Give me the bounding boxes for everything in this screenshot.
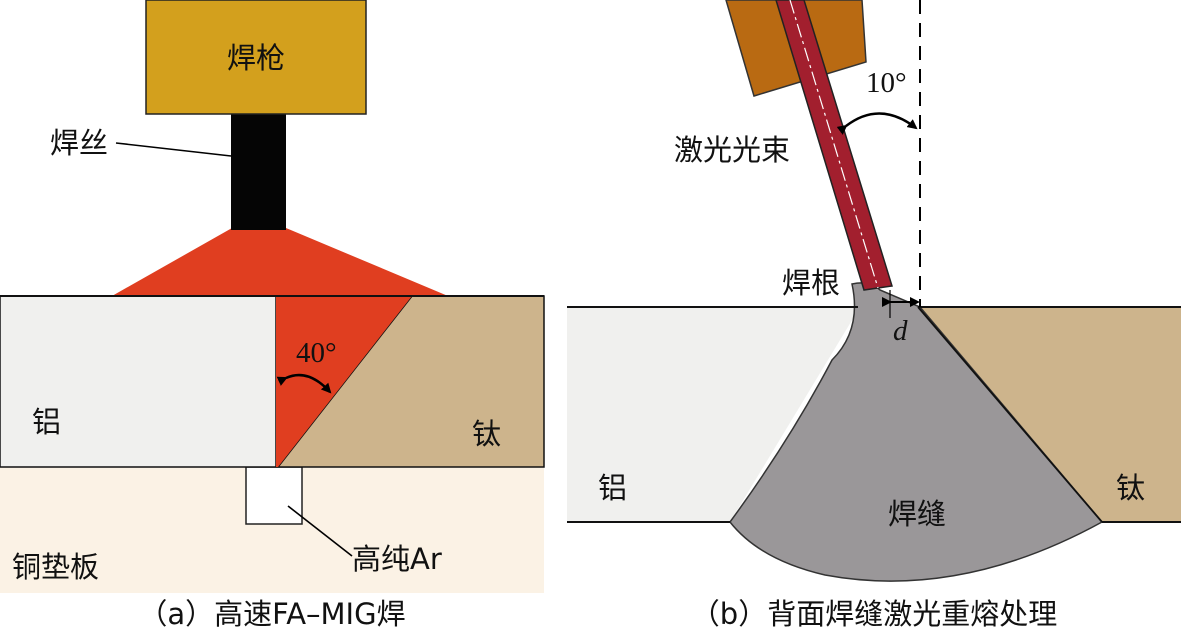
titanium-label-b: 钛 — [1116, 471, 1145, 505]
weld-root-label: 焊根 — [782, 266, 840, 300]
angle-40-label: 40° — [296, 337, 337, 369]
argon-gas-channel — [245, 466, 303, 525]
welding-torch — [145, 0, 367, 115]
torch-label: 焊枪 — [227, 41, 285, 75]
gas-label: 高纯Ar — [352, 542, 442, 576]
aluminum-plate-a — [0, 295, 277, 468]
gas-leader-line — [287, 505, 353, 557]
welding-wire — [231, 114, 286, 230]
offset-d-label: d — [893, 315, 908, 347]
caption-a: （a）高速FA–MIG焊 — [138, 597, 405, 631]
aluminum-label-b: 铝 — [598, 471, 627, 505]
weld-seam-label: 焊缝 — [888, 497, 946, 531]
beam-centerline — [789, 0, 879, 289]
wire-leader-line — [115, 142, 232, 157]
wire-label: 焊丝 — [50, 126, 108, 160]
bevel-angle-arrow — [276, 373, 332, 394]
titanium-plate-b — [920, 307, 1181, 522]
angle-10-label: 10° — [866, 67, 907, 99]
aluminum-plate-b — [567, 307, 860, 522]
aluminum-label-a: 铝 — [32, 405, 61, 439]
caption-b: （b）背面焊缝激光重熔处理 — [691, 597, 1057, 631]
incidence-angle-arrow — [836, 112, 918, 135]
backing-label: 铜垫板 — [12, 550, 99, 584]
welding-arc — [112, 228, 448, 467]
panel-a: 焊枪 焊丝 40° 铝 钛 铜垫板 高纯Ar （a）高速FA–MIG焊 — [0, 0, 545, 631]
titanium-label-a: 钛 — [472, 417, 501, 451]
laser-beam-label: 激光光束 — [674, 133, 790, 167]
panel-b: 10° 激光光束 焊根 d 铝 钛 焊缝 （b）背面焊缝激光重熔处理 — [567, 0, 1181, 631]
